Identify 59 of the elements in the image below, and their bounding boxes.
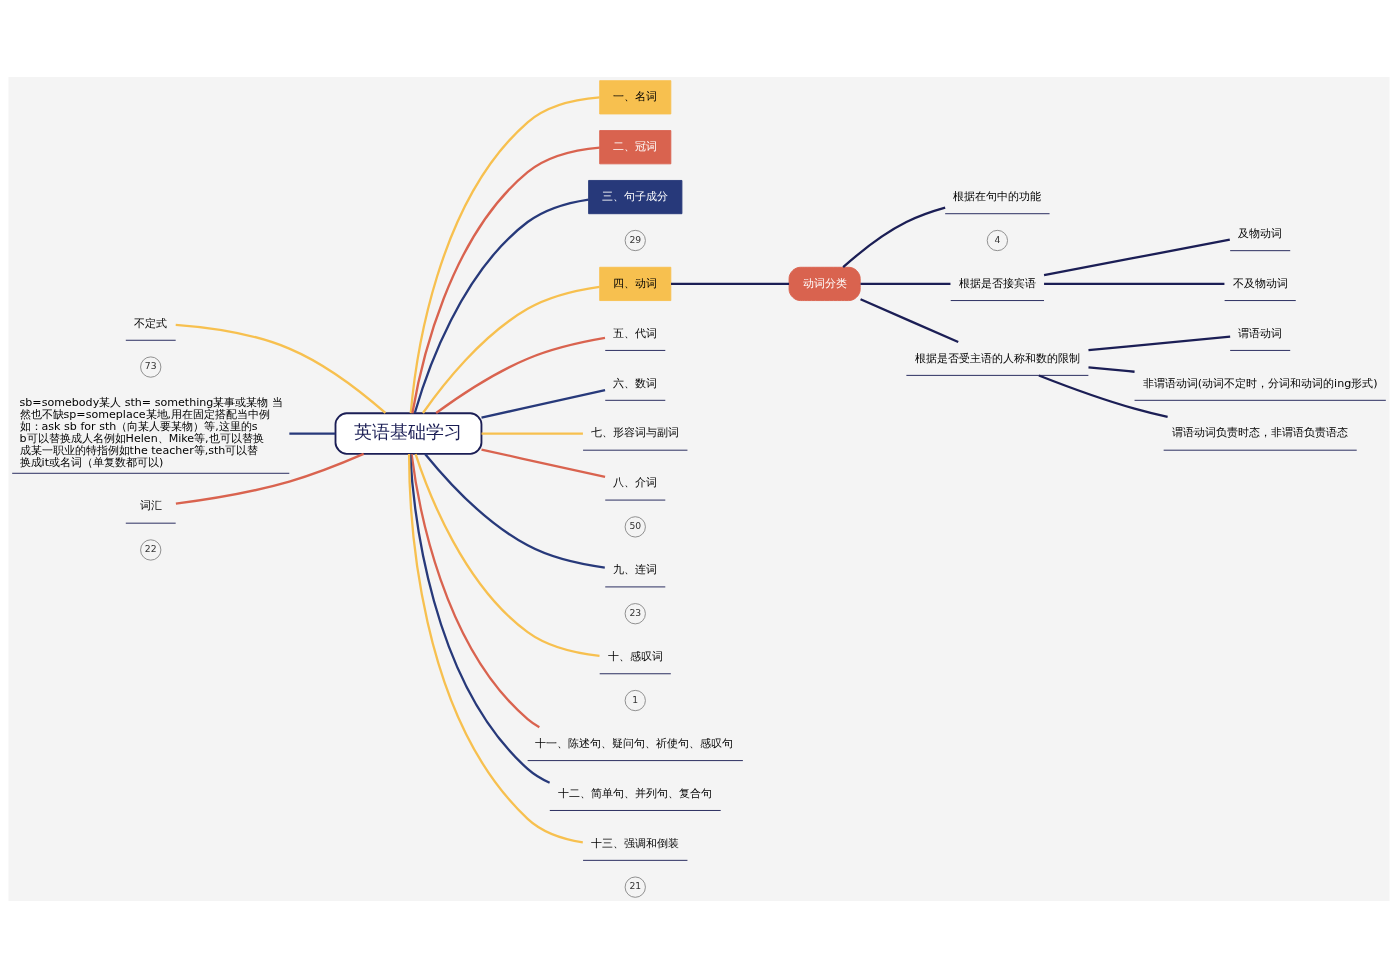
node-text: 词汇 xyxy=(139,498,162,512)
connector xyxy=(481,431,583,435)
connector xyxy=(289,431,336,435)
node-text: 五、代词 xyxy=(613,326,658,340)
connector xyxy=(1088,334,1231,351)
connector xyxy=(860,297,959,343)
connector xyxy=(671,282,790,285)
node-text: 根据在句中的功能 xyxy=(953,189,1042,203)
node-box: 二、冠词 xyxy=(599,129,672,164)
node-box: 三、句子成分 xyxy=(588,179,683,214)
connector xyxy=(1038,373,1168,418)
connector xyxy=(481,447,606,478)
connector xyxy=(409,95,600,413)
connector xyxy=(411,146,600,413)
node-text: 谓语动词负责时态，非谓语负责语态 xyxy=(1172,425,1349,439)
node-label: 21 xyxy=(629,879,642,891)
node-label: 50 xyxy=(629,519,642,531)
connector xyxy=(414,453,600,657)
node-box: 四、动词 xyxy=(599,266,672,301)
node-text: 不及物动词 xyxy=(1232,276,1288,290)
node-box: 英语基础学习 xyxy=(334,411,483,455)
connector xyxy=(175,452,365,505)
node-text: 非谓语动词(动词不定时，分词和动词的ing形式) xyxy=(1142,376,1378,390)
node-text: 十三、强调和倒装 xyxy=(591,836,680,850)
node-label: 4 xyxy=(994,233,1001,245)
connector xyxy=(410,453,540,728)
node-text: 十、感叹词 xyxy=(607,649,663,663)
node-text: 根据是否接宾语 xyxy=(958,276,1036,290)
connector xyxy=(175,323,387,414)
node-text: 谓语动词 xyxy=(1238,326,1283,340)
node-label: 29 xyxy=(629,233,642,245)
connector xyxy=(413,197,589,413)
connector xyxy=(435,336,606,414)
node-text: 根据是否受主语的人称和数的限制 xyxy=(914,351,1080,365)
node-text: sb=somebody某人 sth= something某事或某物 当然也不缺sp=someplace某地,用在固定搭配当中例如：ask sb for sth（向某人要某物）等,这里的sb可以替换成人名例如Helen、Mike等,也可以替换成某一职业的特指例如the teacher等,sth可以替换成it或名词（单复数都可以) xyxy=(19,395,283,469)
connector xyxy=(1088,365,1135,373)
connector xyxy=(481,388,606,419)
connector xyxy=(1044,282,1225,285)
node-text: 十二、简单句、并列句、复合句 xyxy=(558,786,713,800)
node-label: 73 xyxy=(144,359,157,371)
node-label: 22 xyxy=(144,542,157,554)
connector xyxy=(424,452,605,569)
node-text: 及物动词 xyxy=(1238,226,1283,240)
connector xyxy=(422,285,600,414)
connector xyxy=(407,453,583,843)
node-text: 九、连词 xyxy=(613,562,658,576)
node-text: 十一、陈述句、疑问句、祈使句、感叹句 xyxy=(535,736,734,750)
connector xyxy=(409,453,551,784)
node-box: 动词分类 xyxy=(788,266,861,301)
node-box: 一、名词 xyxy=(599,79,672,114)
connector xyxy=(860,282,951,285)
node-text: 七、形容词与副词 xyxy=(591,425,680,439)
node-text: 不定式 xyxy=(134,316,168,330)
node-label: 23 xyxy=(629,606,642,618)
node-label: 1 xyxy=(632,693,639,705)
connector xyxy=(842,206,946,268)
node-text: 八、介词 xyxy=(613,475,658,489)
connector xyxy=(1043,238,1230,276)
node-text: 六、数词 xyxy=(613,376,658,390)
